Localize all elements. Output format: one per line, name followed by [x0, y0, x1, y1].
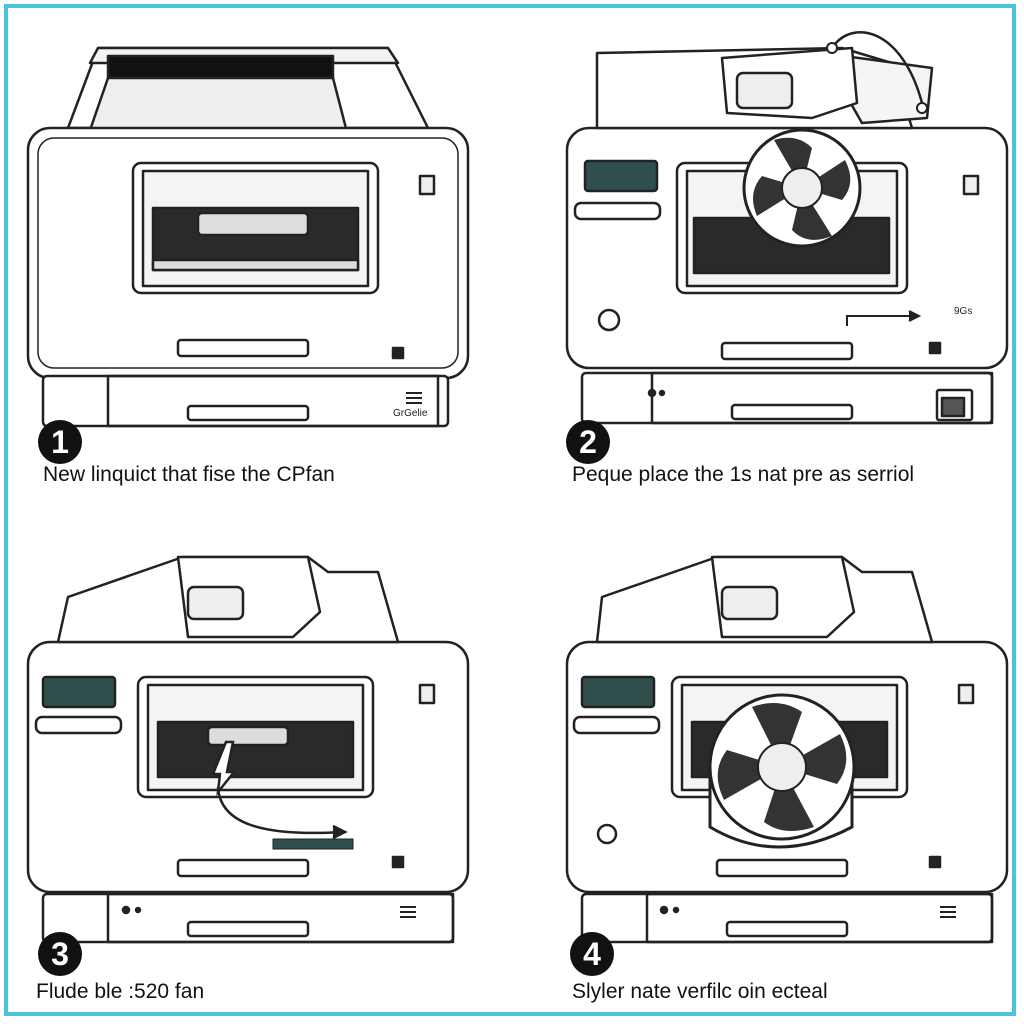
cooling-fan-icon	[742, 128, 862, 248]
step-panel-1: GrGelie 1 New linquict that fise the CPf…	[8, 8, 513, 513]
step-panel-4: 4 Slyler nate verfilc oin ecteal	[512, 512, 1017, 1017]
step-caption: Peque place the 1s nat pre as serriol	[572, 463, 915, 486]
printer-illustration	[565, 555, 1009, 944]
arrow-label: 9Gs	[954, 306, 973, 317]
printer-illustration	[565, 31, 1009, 425]
printer-illustration	[26, 555, 470, 944]
step-caption: Slyler nate verfilc oin ecteal	[572, 980, 828, 1003]
corner-label: GrGelie	[393, 408, 428, 419]
step-panel-3: 3 Flude ble :520 fan	[8, 512, 513, 1017]
cooling-fan-icon	[708, 693, 856, 849]
step-number-badge: 1	[38, 420, 82, 464]
arrow-icon	[211, 740, 348, 840]
step-number-badge: 4	[570, 932, 614, 976]
step-number-badge: 2	[566, 420, 610, 464]
step-caption: New linquict that fise the CPfan	[43, 463, 335, 486]
step-caption: Flude ble :520 fan	[36, 980, 205, 1003]
printer-illustration	[26, 46, 470, 428]
step-panel-2: 9Gs 2 Peque place the 1s nat pre as serr…	[512, 8, 1017, 513]
step-number-badge: 3	[38, 932, 82, 976]
arrow-icon	[846, 310, 922, 326]
